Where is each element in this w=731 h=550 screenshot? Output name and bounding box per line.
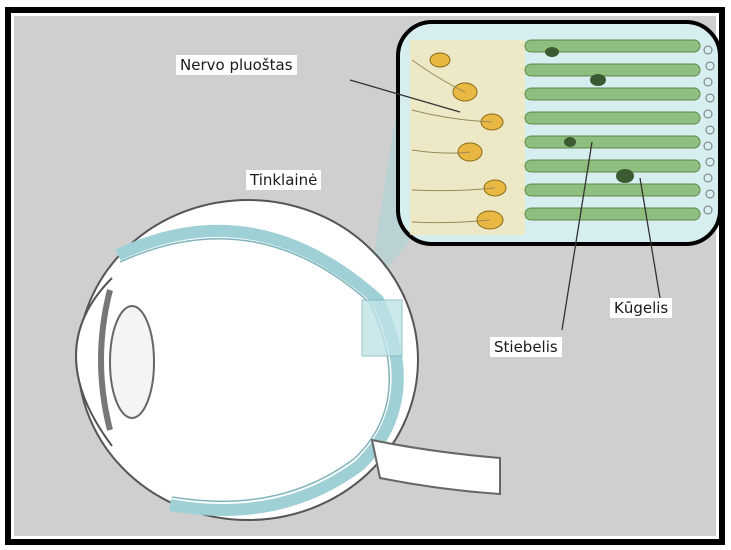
nucleus	[564, 137, 576, 147]
nerve-cell	[430, 53, 450, 67]
photoreceptor	[525, 160, 700, 172]
nucleus	[545, 47, 559, 57]
label-retina: Tinklainė	[246, 170, 321, 190]
photoreceptor	[525, 184, 700, 196]
photoreceptor	[525, 88, 700, 100]
label-nerve-fiber: Nervo pluoštas	[176, 55, 297, 75]
magnified-region-marker	[362, 300, 402, 356]
nerve-cell-zone	[410, 40, 525, 235]
photoreceptor	[525, 64, 700, 76]
nucleus	[616, 169, 634, 183]
photoreceptor	[525, 112, 700, 124]
retina-inset	[398, 22, 720, 244]
nucleus	[590, 74, 606, 86]
photoreceptor	[525, 208, 700, 220]
lens	[110, 306, 154, 418]
photoreceptor	[525, 136, 700, 148]
label-rod: Stiebelis	[490, 337, 562, 357]
label-cone: Kūgelis	[610, 298, 672, 318]
